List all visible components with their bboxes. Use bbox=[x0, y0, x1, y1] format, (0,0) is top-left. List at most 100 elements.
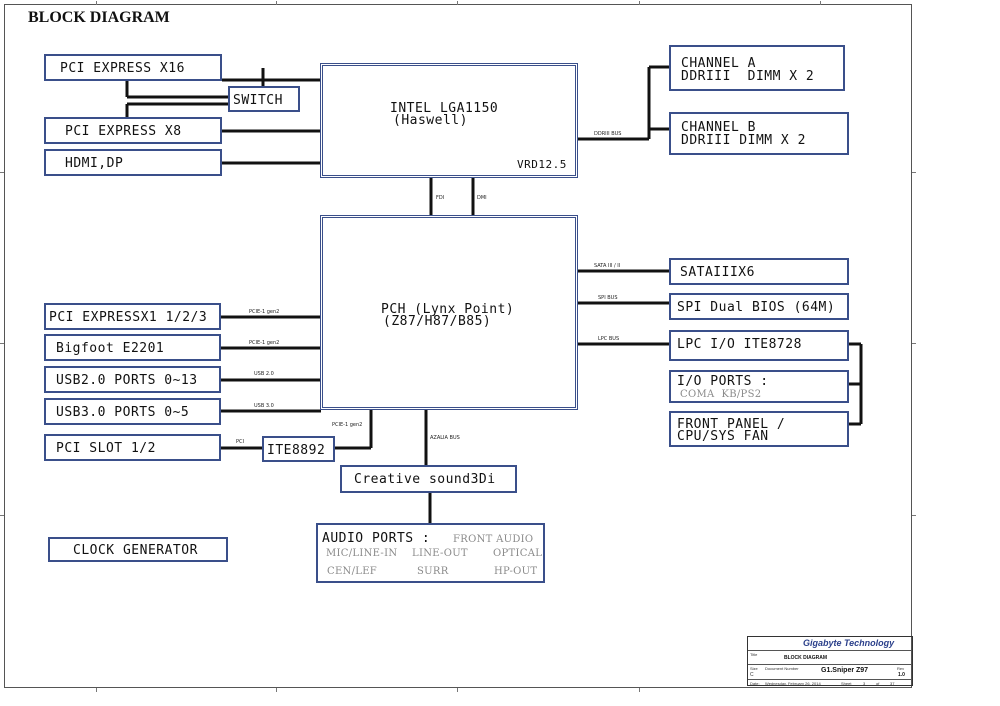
cen-lef-label: CEN/LEF bbox=[327, 566, 378, 577]
pcie-gen2-label-b: PCIE-1 gen2 bbox=[249, 340, 280, 346]
usb2-label: USB2.0 PORTS 0~13 bbox=[56, 373, 198, 388]
io-ports-label: I/O PORTS : bbox=[677, 374, 769, 389]
title-block-rule bbox=[748, 664, 912, 665]
date-caption: Date: bbox=[750, 681, 760, 686]
hdmi-dp-block: HDMI,DP bbox=[44, 149, 222, 176]
switch-label: SWITCH bbox=[233, 93, 283, 108]
border-tick bbox=[912, 343, 916, 344]
front-panel-title: FRONT PANEL / bbox=[677, 417, 786, 432]
azalia-bus-label: AZALIA BUS bbox=[430, 435, 460, 441]
lpc-bus-label: LPC BUS bbox=[598, 336, 620, 342]
rev-value: 1.0 bbox=[898, 672, 905, 678]
title-value: BLOCK DIAGRAM bbox=[784, 655, 828, 661]
rev-caption: Rev bbox=[897, 666, 905, 671]
of-caption: of bbox=[876, 681, 880, 686]
size-caption: Size bbox=[750, 666, 758, 671]
pch-variants: (Z87/H87/B85) bbox=[383, 314, 492, 329]
surr-label: SURR bbox=[417, 566, 449, 577]
date-value: Wednesday, February 26, 2014 bbox=[765, 681, 821, 686]
title-block-rule bbox=[748, 650, 912, 651]
spi-bios-block: SPI Dual BIOS (64M) bbox=[669, 293, 849, 320]
ite8892-label: ITE8892 bbox=[267, 443, 326, 458]
sheet-value: 3 bbox=[863, 681, 866, 686]
usb3-bus-label: USB 3.0 bbox=[254, 403, 274, 409]
pcie-x16-label: PCI EXPRESS X16 bbox=[60, 61, 185, 76]
cpu-name: INTEL LGA1150 bbox=[390, 101, 499, 116]
audio-ports-block: AUDIO PORTS : FRONT AUDIO MIC/LINE-IN LI… bbox=[316, 523, 545, 583]
pci-bus-label: PCI bbox=[236, 439, 244, 445]
front-audio-label: FRONT AUDIO bbox=[453, 534, 534, 545]
clock-generator-block: CLOCK GENERATOR bbox=[48, 537, 228, 562]
sata-block: SATAIIIX6 bbox=[669, 258, 849, 285]
pci-slot-block: PCI SLOT 1/2 bbox=[44, 434, 221, 461]
company-name: Gigabyte Technology bbox=[803, 638, 895, 648]
pcie-x8-block: PCI EXPRESS X8 bbox=[44, 117, 222, 144]
cpu-block: INTEL LGA1150 (Haswell) VRD12.5 bbox=[320, 63, 578, 178]
usb3-block: USB3.0 PORTS 0~5 bbox=[44, 398, 221, 425]
dmi-label: DMI bbox=[477, 195, 487, 201]
front-panel-fan: CPU/SYS FAN bbox=[677, 429, 769, 444]
spi-bus-label: SPI BUS bbox=[598, 295, 618, 301]
doc-value: G1.Sniper Z97 bbox=[821, 667, 869, 674]
border-tick bbox=[457, 688, 458, 692]
border-tick bbox=[639, 1, 640, 5]
hp-out-label: HP-OUT bbox=[494, 566, 538, 577]
border-tick bbox=[820, 1, 821, 5]
spi-bios-label: SPI Dual BIOS (64M) bbox=[677, 300, 836, 315]
creative-label: Creative sound3Di bbox=[354, 472, 496, 487]
pcie-gen2-label-c: PCIE-1 gen2 bbox=[332, 422, 363, 428]
border-tick bbox=[96, 1, 97, 5]
audio-ports-label: AUDIO PORTS : bbox=[322, 531, 431, 546]
lpc-io-label: LPC I/O ITE8728 bbox=[677, 337, 802, 352]
pcie-x8-label: PCI EXPRESS X8 bbox=[65, 124, 182, 139]
border-tick bbox=[0, 515, 4, 516]
io-ports-sub: COMA KB/PS2 bbox=[680, 389, 762, 400]
page-title: BLOCK DIAGRAM bbox=[28, 9, 170, 26]
io-ports-block: I/O PORTS : COMA KB/PS2 bbox=[669, 370, 849, 403]
sata-label: SATAIIIX6 bbox=[680, 265, 755, 280]
cpu-codename: (Haswell) bbox=[393, 113, 468, 128]
pcie-gen2-label-a: PCIE-1 gen2 bbox=[249, 309, 280, 315]
doc-caption: Document Number bbox=[765, 666, 799, 671]
border-tick bbox=[457, 1, 458, 5]
pcie-x1-block: PCI EXPRESSX1 1/2/3 bbox=[44, 303, 221, 330]
usb2-block: USB2.0 PORTS 0~13 bbox=[44, 366, 221, 393]
drawing-frame bbox=[4, 4, 912, 688]
channel-b-dimm: DDRIII DIMM X 2 bbox=[681, 133, 806, 148]
usb2-bus-label: USB 2.0 bbox=[254, 371, 274, 377]
mic-line-in-label: MIC/LINE-IN bbox=[326, 548, 398, 559]
sata-bus-label: SATA III / II bbox=[594, 263, 621, 269]
lpc-io-block: LPC I/O ITE8728 bbox=[669, 330, 849, 361]
border-tick bbox=[639, 688, 640, 692]
channel-a-title: CHANNEL A bbox=[681, 56, 756, 71]
fdi-label: FDI bbox=[436, 195, 445, 201]
border-tick bbox=[912, 515, 916, 516]
size-value: C bbox=[750, 672, 754, 678]
clock-generator-label: CLOCK GENERATOR bbox=[73, 543, 198, 558]
of-value: 37 bbox=[890, 681, 895, 686]
title-block-rule bbox=[748, 679, 912, 680]
border-tick bbox=[96, 688, 97, 692]
pcie-x16-block: PCI EXPRESS X16 bbox=[44, 54, 222, 81]
title-block: Gigabyte Technology Title BLOCK DIAGRAM … bbox=[747, 636, 913, 686]
border-tick bbox=[0, 343, 4, 344]
border-tick bbox=[276, 688, 277, 692]
pch-name: PCH (Lynx Point) bbox=[381, 302, 515, 317]
pci-slot-label: PCI SLOT 1/2 bbox=[56, 441, 156, 456]
ite8892-block: ITE8892 bbox=[262, 436, 335, 462]
bigfoot-label: Bigfoot E2201 bbox=[56, 341, 165, 356]
line-out-label: LINE-OUT bbox=[412, 548, 468, 559]
optical-label: OPTICAL bbox=[493, 548, 543, 559]
pch-block: PCH (Lynx Point) (Z87/H87/B85) bbox=[320, 215, 578, 410]
channel-b-title: CHANNEL B bbox=[681, 120, 756, 135]
border-tick bbox=[912, 172, 916, 173]
hdmi-dp-label: HDMI,DP bbox=[65, 156, 124, 171]
channel-b-block: CHANNEL B DDRIII DIMM X 2 bbox=[669, 112, 849, 155]
title-caption: Title bbox=[750, 652, 758, 657]
channel-a-block: CHANNEL A DDRIII DIMM X 2 bbox=[669, 45, 845, 91]
cpu-vrd: VRD12.5 bbox=[517, 158, 567, 171]
sheet-caption: Sheet bbox=[841, 681, 852, 686]
border-tick bbox=[276, 1, 277, 5]
border-tick bbox=[0, 172, 4, 173]
